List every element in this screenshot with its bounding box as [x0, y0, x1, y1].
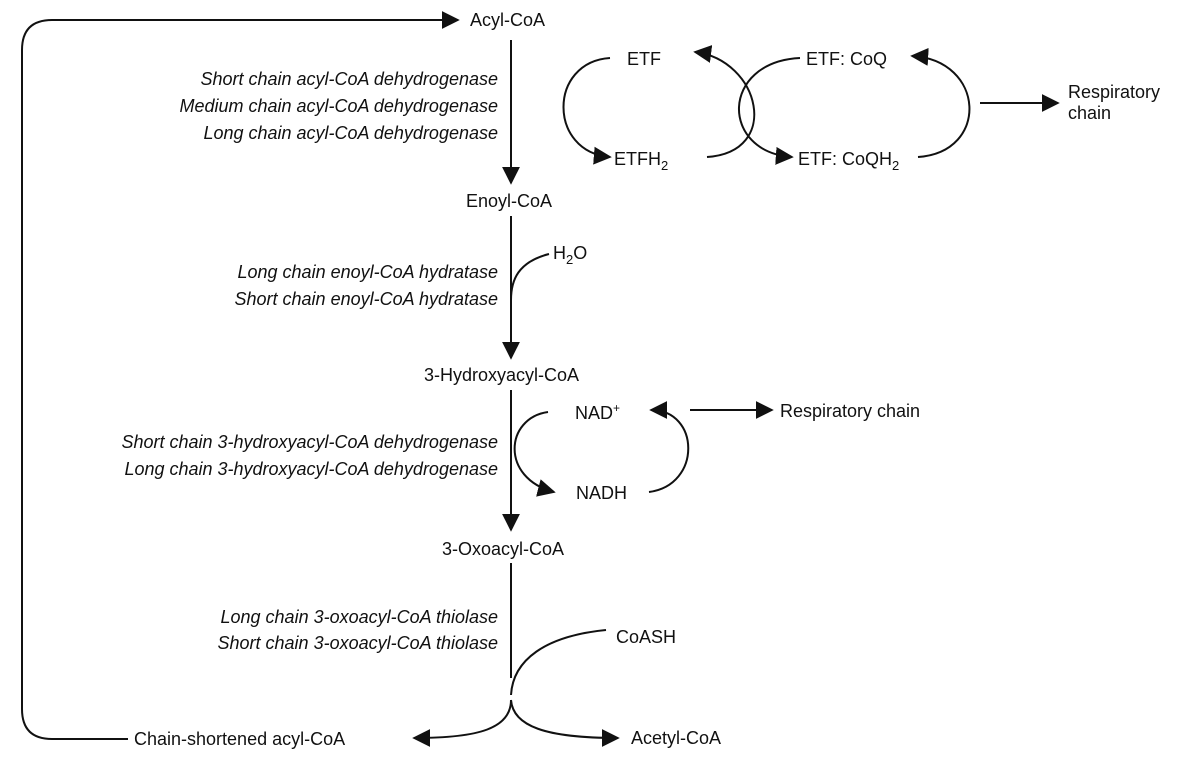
- enzyme-short-chain-enoyl-coa-hydratase: Short chain enoyl-CoA hydratase: [234, 289, 498, 309]
- etf-coqh-subscript: 2: [892, 158, 900, 173]
- respiratory-chain-top-line1: Respiratory: [1068, 82, 1161, 102]
- coqh2-to-coq-curve: [910, 47, 971, 158]
- enzyme-long-chain-3-hydroxyacyl-coa-dehydrogenase: Long chain 3-hydroxyacyl-CoA dehydrogena…: [124, 459, 498, 479]
- coash-inflow-curve: [510, 629, 607, 696]
- respiratory-chain-middle: Respiratory chain: [780, 401, 921, 421]
- etf-to-etfh2-curve: [562, 57, 612, 165]
- cofactor-nadh: NADH: [576, 483, 628, 503]
- water-subscript: 2: [566, 252, 574, 267]
- etfh2-to-etf-curve: [693, 45, 756, 158]
- metabolite-enoyl-coa: Enoyl-CoA: [466, 191, 553, 211]
- nad-superscript: +: [613, 401, 621, 415]
- arrow-to-acetyl-coa: [510, 699, 620, 747]
- nadh-to-nad-curve: [648, 401, 690, 493]
- enzyme-short-chain-acyl-coa-dehydrogenase: Short chain acyl-CoA dehydrogenase: [200, 69, 498, 89]
- metabolite-3-oxoacyl-coa: 3-Oxoacyl-CoA: [442, 539, 565, 559]
- etf-coqh-text: ETF: CoQH: [798, 149, 893, 169]
- water-inflow-curve: [510, 253, 550, 301]
- metabolite-acyl-coa: Acyl-CoA: [470, 10, 546, 30]
- respiratory-chain-top-line2: chain: [1068, 103, 1112, 123]
- enzyme-medium-chain-acyl-coa-dehydrogenase: Medium chain acyl-CoA dehydrogenase: [179, 96, 498, 116]
- metabolite-chain-shortened-acyl-coa: Chain-shortened acyl-CoA: [134, 729, 346, 749]
- enzyme-long-chain-3-oxoacyl-coa-thiolase: Long chain 3-oxoacyl-CoA thiolase: [220, 607, 499, 627]
- cofactor-coash: CoASH: [616, 627, 677, 647]
- etfcoq-to-coqh2-curve: [738, 57, 801, 165]
- etfh-subscript: 2: [661, 158, 669, 173]
- nad-text: NAD: [575, 403, 614, 423]
- metabolite-3-hydroxyacyl-coa: 3-Hydroxyacyl-CoA: [424, 365, 580, 385]
- cofactor-nad-plus: NAD+: [575, 401, 621, 425]
- etfh-text: ETFH: [614, 149, 661, 169]
- metabolite-acetyl-coa: Acetyl-CoA: [631, 728, 722, 748]
- cofactor-etf-coqh2: ETF: CoQH2: [798, 149, 900, 173]
- cofactor-etf-coq: ETF: CoQ: [806, 49, 888, 69]
- cofactor-etfh2: ETFH2: [614, 149, 669, 173]
- enzyme-short-chain-3-oxoacyl-coa-thiolase: Short chain 3-oxoacyl-CoA thiolase: [217, 633, 498, 653]
- cofactor-water: H2O: [553, 243, 588, 267]
- enzyme-long-chain-acyl-coa-dehydrogenase: Long chain acyl-CoA dehydrogenase: [203, 123, 498, 143]
- nad-to-nadh-curve: [513, 411, 556, 497]
- arrow-to-chain-shortened: [412, 699, 512, 747]
- enzyme-long-chain-enoyl-coa-hydratase: Long chain enoyl-CoA hydratase: [237, 262, 499, 282]
- enzyme-short-chain-3-hydroxyacyl-coa-dehydrogenase: Short chain 3-hydroxyacyl-CoA dehydrogen…: [121, 432, 498, 452]
- recycle-loop-arrow: [21, 11, 460, 740]
- water-o: O: [573, 243, 588, 263]
- water-h: H: [553, 243, 566, 263]
- cofactor-etf: ETF: [627, 49, 661, 69]
